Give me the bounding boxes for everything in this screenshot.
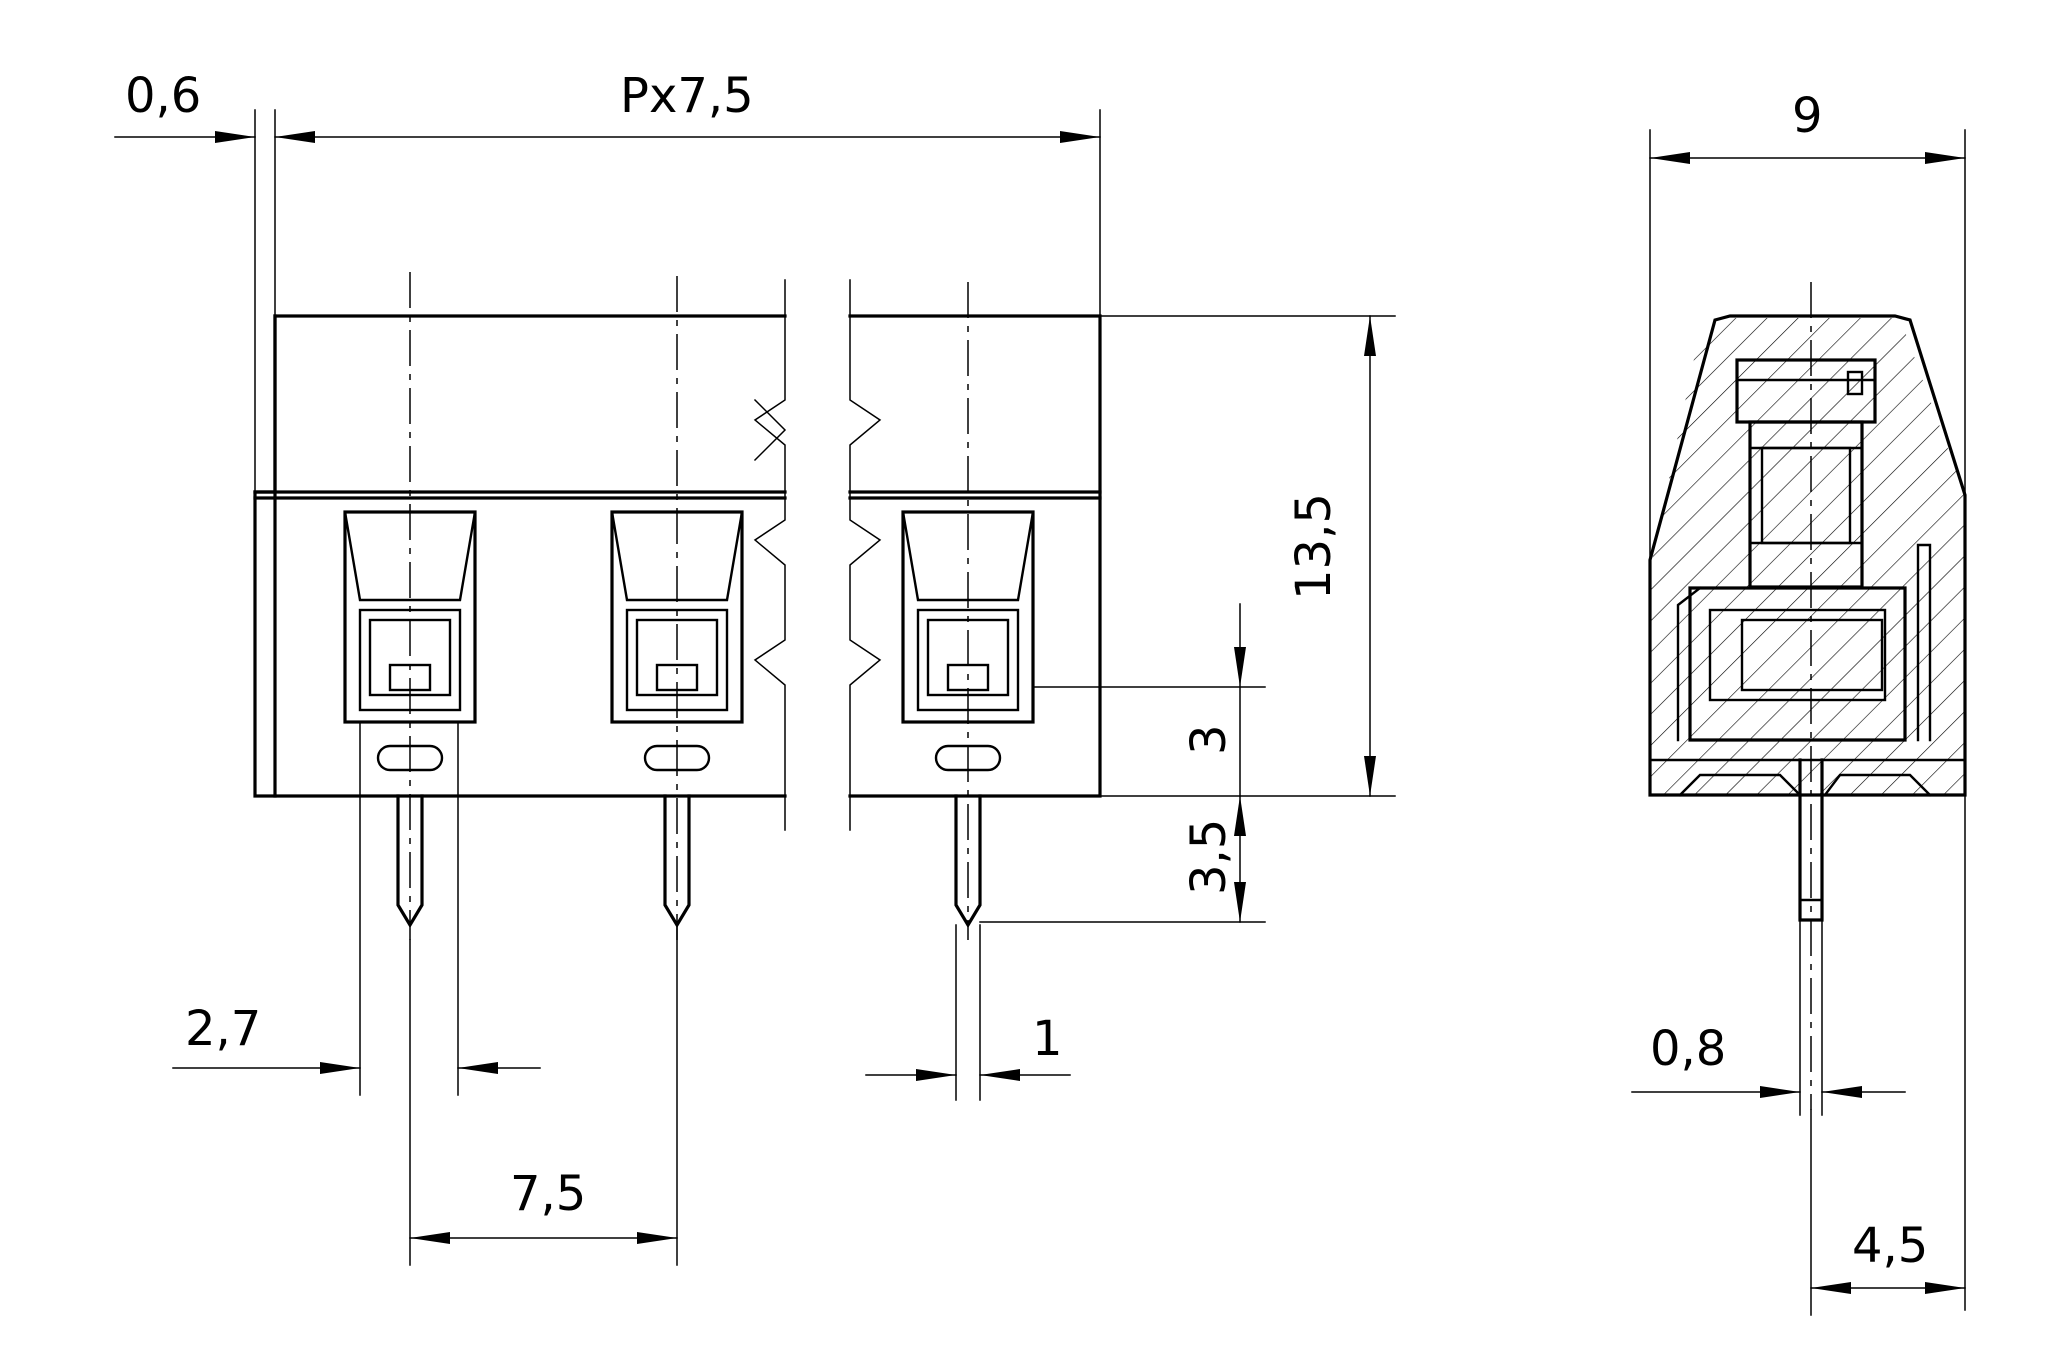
dim-pin-length-label: 3,5 (1181, 819, 1237, 895)
side-view: 9 0,8 4,5 (1631, 88, 1967, 1316)
dim-top (114, 109, 1101, 493)
dim-pin-spacing-width (172, 721, 541, 1096)
dim-pin-thickness (1631, 919, 1906, 1116)
dim-pin-pitch-label: 7,5 (510, 1166, 586, 1222)
dim-pin-thickness-label: 0,8 (1650, 1021, 1726, 1077)
dim-pin-width-label: 1 (1032, 1011, 1063, 1067)
break-lines (753, 279, 882, 831)
housing-body (253, 314, 1102, 798)
dim-offset-label: 0,6 (125, 68, 201, 124)
dim-pin-offset-label: 4,5 (1852, 1218, 1928, 1274)
dim-pin-width (865, 924, 1071, 1101)
dim-height-label: 13,5 (1286, 493, 1342, 600)
dim-depth (1649, 129, 1966, 1311)
dim-height (1099, 315, 1396, 797)
dim-pin-spacing-width-label: 2,7 (185, 1001, 261, 1057)
dim-pin-pitch (409, 924, 678, 1266)
dim-depth-label: 9 (1792, 88, 1823, 144)
front-view: 0,6 Px7,5 13,5 3 3,5 (114, 68, 1396, 1266)
dim-pitch-total-label: Px7,5 (620, 68, 754, 124)
dim-hole-height-label: 3 (1181, 724, 1237, 755)
dim-hole-height (979, 603, 1266, 923)
side-housing (1648, 314, 1967, 922)
dim-pin-offset (1810, 1109, 1966, 1316)
center-lines (409, 272, 969, 940)
